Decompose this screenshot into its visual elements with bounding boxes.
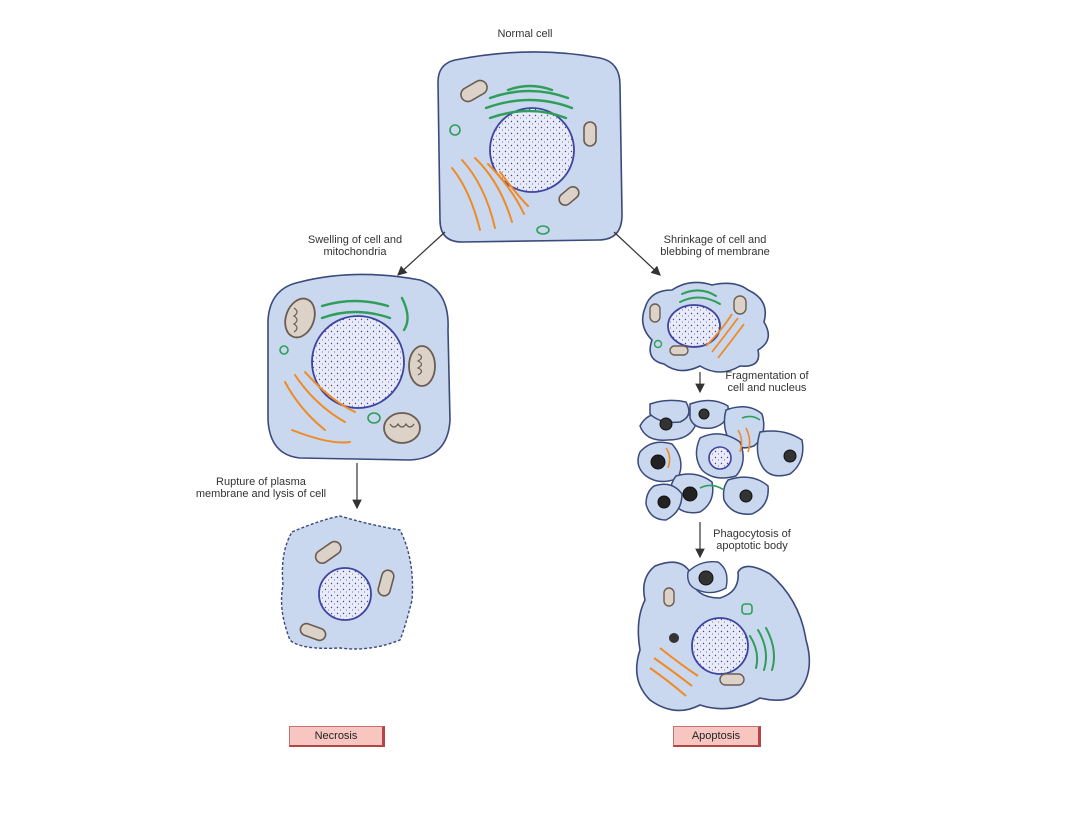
swollen-nucleus <box>311 315 405 409</box>
phagocyte-nucleus <box>691 617 749 675</box>
label-fragmentation-line1: Fragmentation of <box>725 370 809 382</box>
apoptosis-tag: Apoptosis <box>673 726 761 747</box>
lysed-nucleus <box>318 567 372 621</box>
label-swelling-line2: mitochondria <box>323 246 387 258</box>
label-rupture-line2: membrane and lysis of cell <box>195 488 327 500</box>
label-fragmentation-line2: cell and nucleus <box>727 382 807 394</box>
golgi-apparatus <box>484 84 574 120</box>
necrosis-tag: Necrosis <box>289 726 385 747</box>
normal-cell <box>437 51 623 243</box>
endoplasmic-reticulum <box>451 157 529 231</box>
label-phagocytosis-line2: apoptotic body <box>716 540 788 552</box>
label-phagocytosis-line1: Phagocytosis of <box>713 528 791 540</box>
shrunken-cell <box>641 281 770 373</box>
lysed-cell <box>280 515 414 650</box>
arrow-to-shrinkage <box>613 231 661 276</box>
nuclear-fragments <box>650 408 797 509</box>
mitochondria <box>460 79 597 207</box>
phagocyte-cell <box>635 561 811 712</box>
label-shrinkage-line2: blebbing of membrane <box>660 246 770 258</box>
label-normal-cell: Normal cell <box>497 28 553 40</box>
label-shrinkage-line1: Shrinkage of cell and <box>663 234 767 246</box>
swollen-cell <box>267 273 451 461</box>
arrow-to-swelling <box>397 231 446 276</box>
nucleus <box>489 107 575 193</box>
condensed-nucleus <box>667 304 721 348</box>
label-rupture-line1: Rupture of plasma <box>216 476 306 488</box>
label-swelling-line1: Swelling of cell and <box>307 234 403 246</box>
